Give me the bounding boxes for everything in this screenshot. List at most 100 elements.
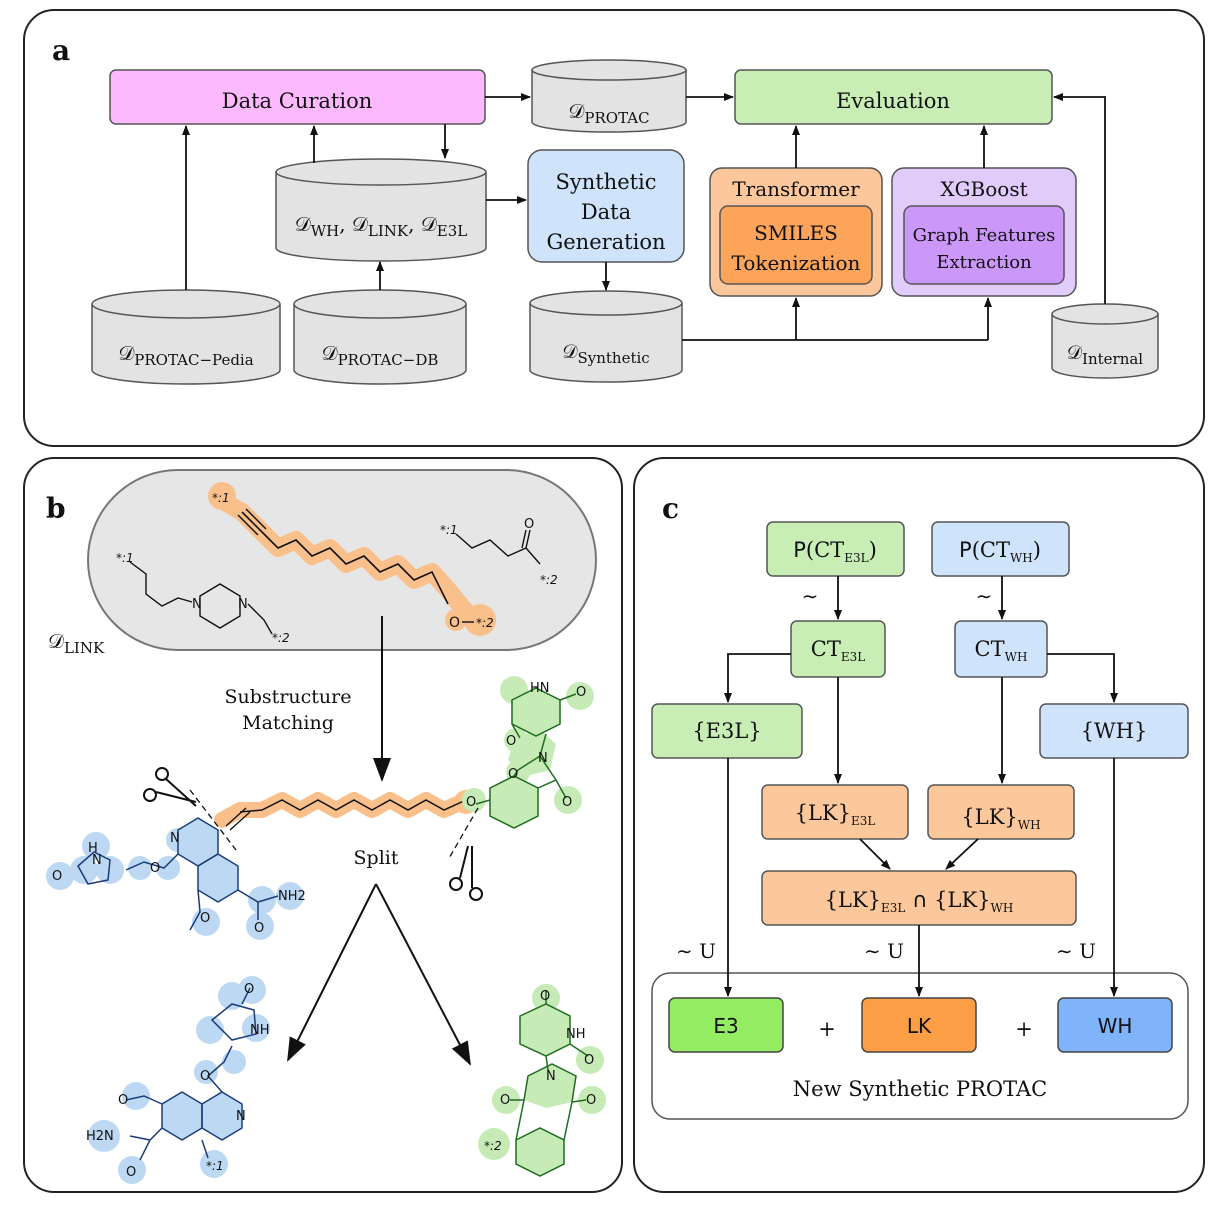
svg-text:P(CTE3L): P(CTE3L) bbox=[793, 538, 877, 565]
svg-text:Tokenization: Tokenization bbox=[732, 251, 861, 275]
panel-c-label: c bbox=[662, 492, 679, 525]
svg-text:NH: NH bbox=[566, 1027, 586, 1042]
svg-text:CTWH: CTWH bbox=[975, 637, 1028, 664]
set-lk-e3l-box: {LK}E3L bbox=[761, 784, 909, 840]
svg-text:N: N bbox=[170, 831, 180, 846]
scissors-icon bbox=[449, 845, 483, 901]
svg-text:{LK}E3L: {LK}E3L bbox=[795, 801, 876, 828]
svg-text:{LK}E3L ∩ {LK}WH: {LK}E3L ∩ {LK}WH bbox=[825, 888, 1014, 915]
svg-text:CTE3L: CTE3L bbox=[811, 637, 865, 664]
svg-text:N: N bbox=[238, 597, 248, 612]
db-protac-label: 𝒟PROTAC bbox=[568, 99, 649, 127]
ct-wh-box: CTWH bbox=[954, 620, 1048, 678]
db-wh-link-e3l-cylinder: 𝒟WH, 𝒟LINK, 𝒟E3L bbox=[275, 158, 487, 262]
wh-box: WH bbox=[1057, 997, 1173, 1053]
svg-text:H: H bbox=[88, 841, 98, 856]
svg-text:O: O bbox=[449, 615, 460, 631]
svg-text:Synthetic: Synthetic bbox=[555, 170, 656, 194]
protac-molecule: N O O H N O O NH2 bbox=[46, 676, 594, 940]
svg-text:O: O bbox=[506, 734, 516, 749]
svg-text:SMILES: SMILES bbox=[754, 221, 838, 245]
db-synthetic-label: 𝒟Synthetic bbox=[562, 341, 649, 367]
set-wh-box: {WH} bbox=[1039, 703, 1189, 759]
db-protac-db-label: 𝒟PROTAC−DB bbox=[322, 341, 439, 369]
svg-text:*:1: *:1 bbox=[440, 523, 458, 537]
split-arrow-left bbox=[287, 883, 377, 1062]
sample-tilde-e3l: ∼ bbox=[802, 584, 819, 608]
new-protac-label: New Synthetic PROTAC bbox=[793, 1077, 1047, 1101]
svg-text:O: O bbox=[576, 685, 586, 700]
plus-sign: + bbox=[818, 1017, 836, 1041]
evaluation-box: Evaluation bbox=[734, 69, 1053, 125]
db-internal-cylinder: 𝒟Internal bbox=[1051, 303, 1159, 379]
uniform-sample-e3: ∼ U bbox=[676, 939, 716, 963]
svg-text:*:1: *:1 bbox=[212, 491, 230, 505]
svg-text:*:2: *:2 bbox=[540, 573, 558, 587]
panel-b: b 𝒟LINK *:1 O *:2 *:1 N N *:2 bbox=[23, 457, 623, 1193]
svg-text:WH: WH bbox=[1098, 1014, 1133, 1038]
svg-text:O: O bbox=[586, 1093, 596, 1108]
db-protac-db-cylinder: 𝒟PROTAC−DB bbox=[293, 289, 467, 385]
svg-text:H2N: H2N bbox=[86, 1129, 114, 1144]
synthetic-data-generation-box: Synthetic Data Generation bbox=[527, 149, 685, 263]
data-curation-box: Data Curation bbox=[109, 69, 486, 125]
data-curation-label: Data Curation bbox=[222, 89, 372, 113]
svg-text:E3: E3 bbox=[713, 1014, 738, 1038]
svg-text:O: O bbox=[500, 1093, 510, 1108]
db-link-label: 𝒟LINK bbox=[48, 629, 105, 657]
panel-b-label: b bbox=[46, 492, 66, 525]
evaluation-label: Evaluation bbox=[836, 89, 950, 113]
svg-text:{WH}: {WH} bbox=[1081, 719, 1148, 743]
ct-e3l-box: CTE3L bbox=[790, 620, 886, 678]
substructure-label-1: Substructure bbox=[225, 686, 352, 708]
svg-text:O: O bbox=[244, 982, 254, 997]
sample-tilde-wh: ∼ bbox=[976, 584, 993, 608]
db-protac-cylinder: 𝒟PROTAC bbox=[531, 59, 687, 133]
scissors-icon bbox=[143, 767, 197, 807]
split-label: Split bbox=[354, 847, 399, 869]
svg-text:N: N bbox=[538, 751, 548, 766]
svg-text:N: N bbox=[92, 853, 102, 868]
svg-text:Extraction: Extraction bbox=[936, 252, 1032, 273]
panel-a-arrows bbox=[182, 93, 1106, 341]
xgboost-box: XGBoost Graph Features Extraction bbox=[891, 167, 1077, 297]
linker-intersection-box: {LK}E3L ∩ {LK}WH bbox=[761, 870, 1077, 926]
fragment-warhead: O NH O N O O *:2 bbox=[478, 984, 606, 1177]
svg-text:O: O bbox=[126, 1165, 136, 1180]
set-lk-wh-box: {LK}WH bbox=[927, 784, 1075, 840]
svg-text:O: O bbox=[524, 517, 534, 532]
panel-c: c P(CTE3L) P(CTWH) ∼ ∼ CTE3L bbox=[633, 457, 1205, 1193]
uniform-sample-lk: ∼ U bbox=[864, 939, 904, 963]
transformer-box: Transformer SMILES Tokenization bbox=[709, 167, 883, 297]
svg-text:{LK}WH: {LK}WH bbox=[961, 805, 1040, 832]
db-internal-label: 𝒟Internal bbox=[1067, 342, 1143, 368]
svg-text:NH: NH bbox=[250, 1023, 270, 1038]
svg-text:O: O bbox=[150, 861, 160, 876]
svg-text:LK: LK bbox=[907, 1014, 932, 1038]
substructure-label-2: Matching bbox=[242, 712, 334, 734]
svg-text:P(CTWH): P(CTWH) bbox=[959, 538, 1041, 565]
linker-carbonyl bbox=[455, 529, 541, 565]
db-wh-link-e3l-label: 𝒟WH, 𝒟LINK, 𝒟E3L bbox=[295, 212, 468, 240]
transformer-title: Transformer bbox=[732, 177, 860, 201]
svg-text:HN: HN bbox=[530, 681, 550, 696]
svg-text:*:2: *:2 bbox=[272, 631, 290, 645]
svg-text:{E3L}: {E3L} bbox=[692, 719, 761, 743]
panel-c-arrows bbox=[724, 576, 1118, 997]
linker-highlighted: *:1 O *:2 bbox=[208, 482, 496, 636]
svg-text:O: O bbox=[200, 1069, 210, 1084]
db-synthetic-cylinder: 𝒟Synthetic bbox=[529, 290, 683, 383]
db-protac-pedia-label: 𝒟PROTAC−Pedia bbox=[118, 341, 253, 369]
svg-text:Generation: Generation bbox=[546, 230, 665, 254]
svg-text:N: N bbox=[546, 1069, 556, 1084]
svg-text:O: O bbox=[254, 921, 264, 936]
svg-text:O: O bbox=[508, 767, 518, 782]
linker-piperazine bbox=[129, 561, 273, 635]
panel-a-label: a bbox=[52, 34, 70, 67]
svg-text:*:2: *:2 bbox=[484, 1139, 502, 1153]
svg-text:O: O bbox=[540, 989, 550, 1004]
set-e3l-box: {E3L} bbox=[651, 703, 803, 759]
db-protac-pedia-cylinder: 𝒟PROTAC−Pedia bbox=[91, 289, 281, 385]
svg-text:O: O bbox=[118, 1093, 128, 1108]
